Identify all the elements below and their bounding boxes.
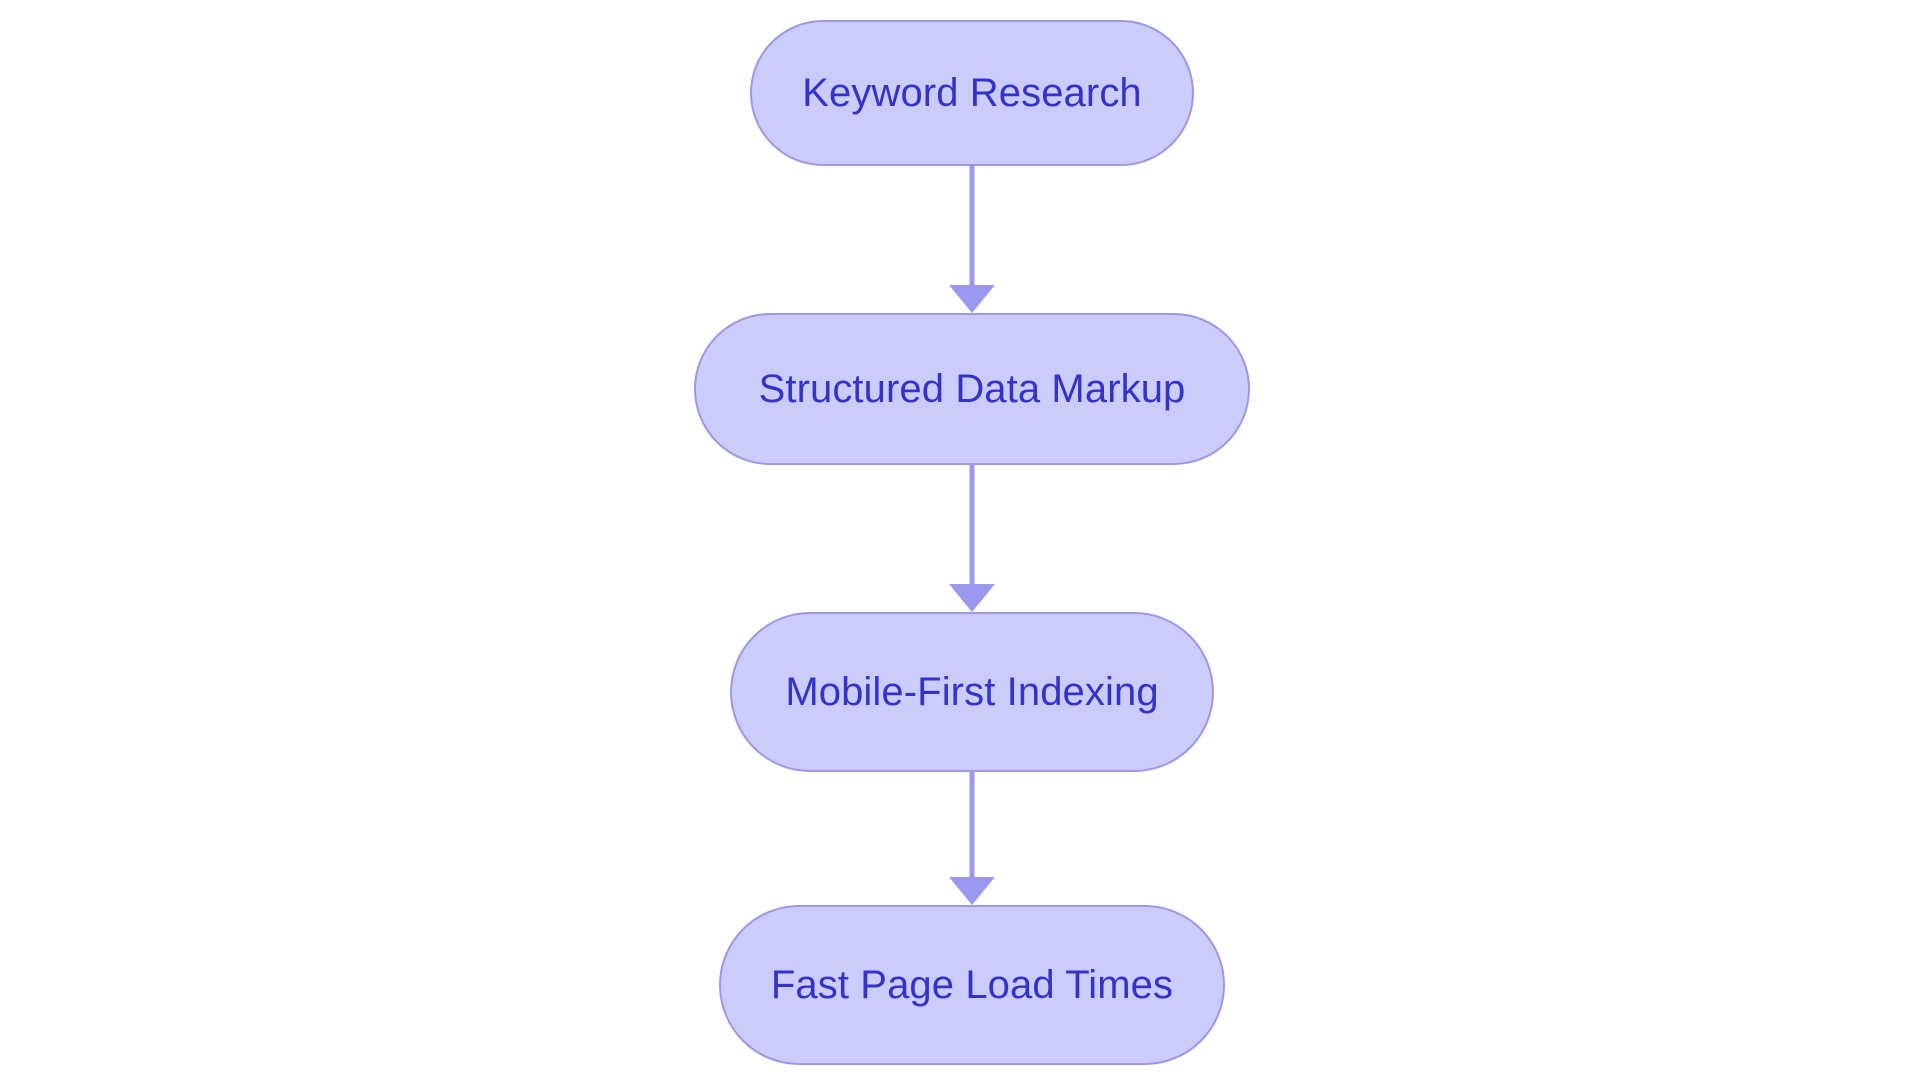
arrowhead-icon xyxy=(949,584,995,612)
flow-node-label: Structured Data Markup xyxy=(758,367,1186,411)
edge-keyword-research-to-structured-data-markup xyxy=(949,166,995,313)
edge-mobile-first-indexing-to-fast-page-load-times xyxy=(949,772,995,905)
flow-node-structured-data-markup[interactable]: Structured Data Markup xyxy=(694,313,1250,465)
flow-node-label: Fast Page Load Times xyxy=(770,963,1174,1007)
arrowhead-icon xyxy=(949,877,995,905)
flow-node-label: Keyword Research xyxy=(802,71,1142,115)
flow-node-fast-page-load-times[interactable]: Fast Page Load Times xyxy=(719,905,1225,1065)
flow-node-label: Mobile-First Indexing xyxy=(785,670,1159,714)
flow-node-keyword-research[interactable]: Keyword Research xyxy=(750,20,1194,166)
flow-node-mobile-first-indexing[interactable]: Mobile-First Indexing xyxy=(730,612,1214,772)
arrowhead-icon xyxy=(949,285,995,313)
edge-structured-data-markup-to-mobile-first-indexing xyxy=(949,465,995,612)
